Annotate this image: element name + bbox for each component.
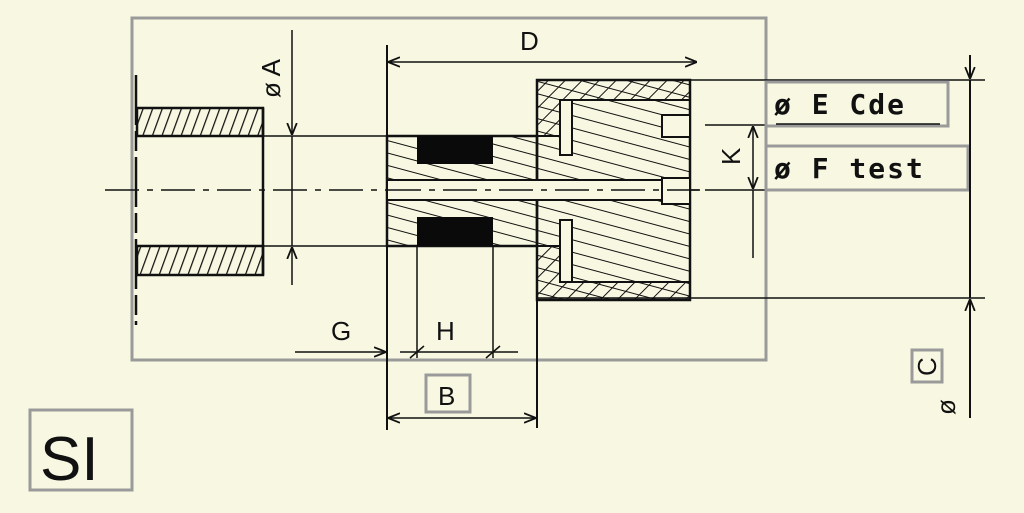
unit-system-badge: SI [28, 408, 134, 494]
dimension-d: D [386, 26, 697, 430]
dimension-k: K [705, 124, 770, 258]
dim-b-label: B [438, 381, 455, 411]
dim-e-box: ø E Cde [764, 80, 950, 128]
dim-h-label: H [436, 316, 455, 346]
left-bushing [134, 75, 387, 325]
dimension-c: C ø [910, 55, 970, 418]
unit-system-label: SI [40, 425, 99, 494]
seal-top [417, 136, 493, 164]
dimension-a: ø A [256, 30, 292, 285]
dim-a-label: ø A [256, 58, 286, 98]
seal-bottom [417, 217, 493, 246]
dim-e-label: ø E Cde [774, 88, 906, 121]
main-body [385, 78, 700, 302]
dim-f-box: ø F test [764, 144, 970, 192]
dimension-b: B [388, 300, 538, 428]
dimension-h: H [400, 246, 518, 359]
dim-f-label: ø F test [774, 152, 925, 185]
dim-d-label: D [520, 26, 539, 56]
dim-c-label: C [912, 357, 942, 376]
dim-k-label: K [716, 147, 746, 165]
dim-g-label: G [331, 316, 351, 346]
dimension-g: G [295, 316, 386, 352]
dim-c-symbol: ø [931, 399, 961, 415]
